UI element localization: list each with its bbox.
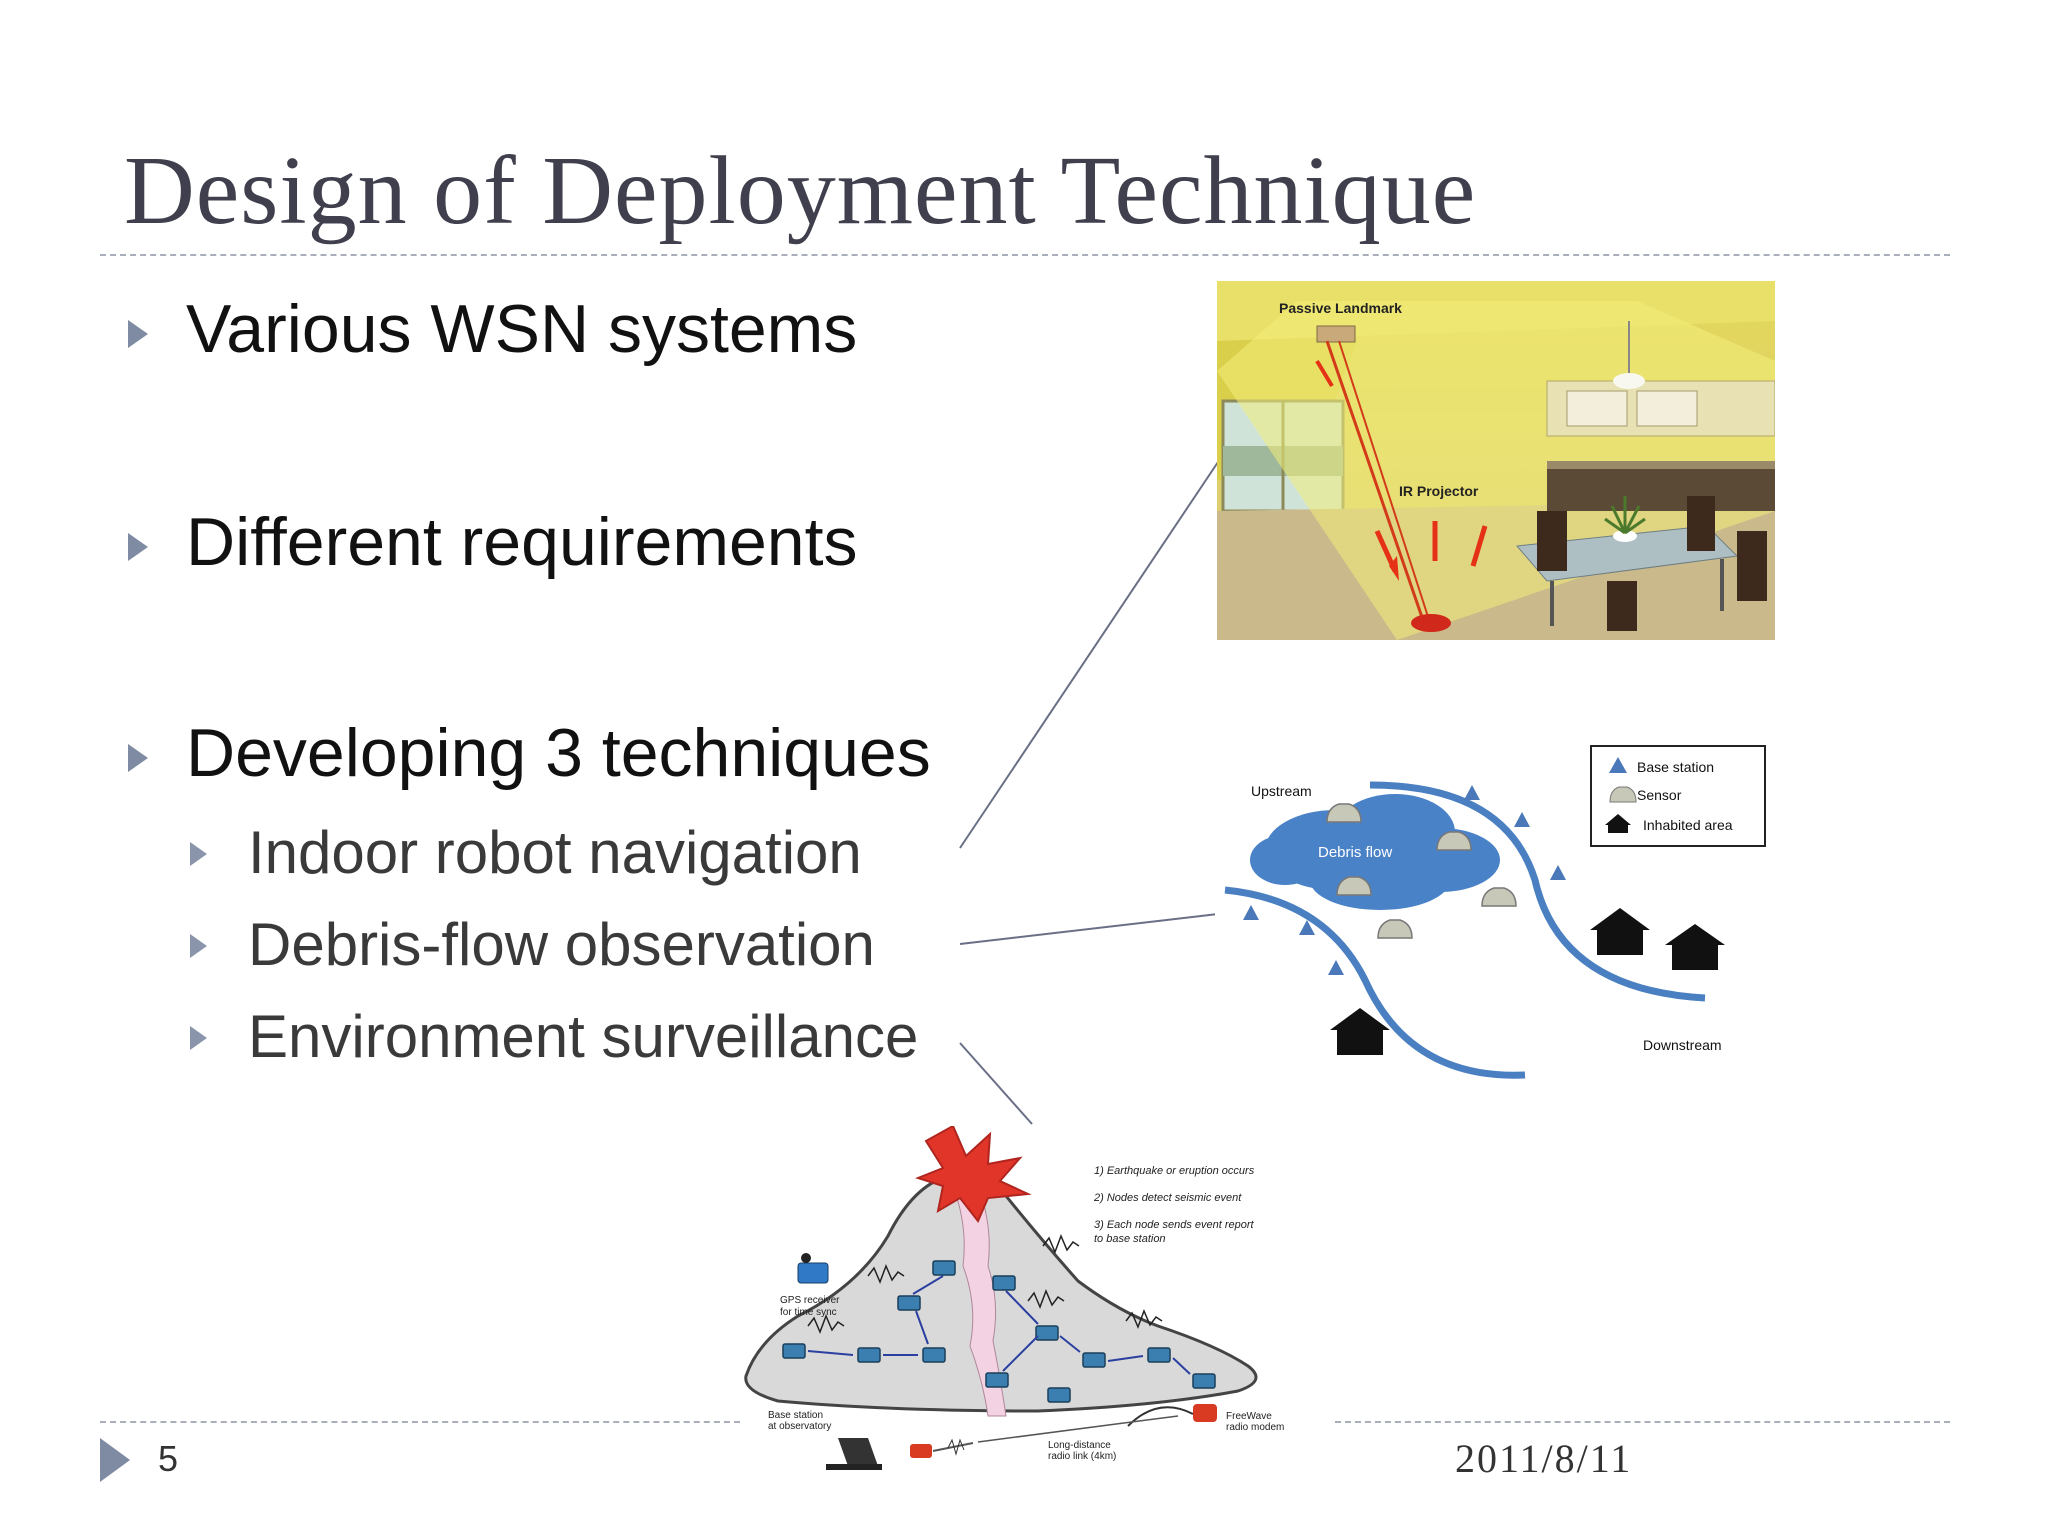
bullet-item: Developing 3 techniques [186,715,931,791]
house-icon [1665,924,1725,970]
debris-flow-diagram: Debris flow Upstream Downstream [1215,740,1775,1090]
connector-line-volcano [959,1042,1033,1125]
footer-divider-left [100,1421,740,1423]
slide-date: 2011/8/11 [1455,1436,1633,1481]
sensor-icon [1436,831,1472,851]
sub-bullet-arrow-icon [190,842,207,866]
sensor-node-icon [1047,1387,1071,1403]
legend-house-icon [1605,814,1631,833]
sensor-node-icon [1035,1325,1059,1341]
sensor-node-icon [1147,1347,1171,1363]
legend-sensor-label: Sensor [1637,787,1682,803]
freewave-label-line1: FreeWave [1226,1411,1272,1422]
legend-inhabited-area-label: Inhabited area [1643,817,1733,833]
long-distance-link-line [977,1415,1179,1443]
slide-title: Design of Deployment Technique [124,137,1477,245]
title-divider [100,254,1950,256]
sensor-node-icon [782,1343,806,1359]
base-station-icon [1550,865,1566,880]
magma-channel [952,1185,1007,1417]
robot-icon [1411,614,1451,632]
bullet-arrow-icon [128,744,148,772]
passive-landmark-label: Passive Landmark [1279,300,1402,316]
footer-arrow-icon [100,1438,130,1482]
debris-flow-label: Debris flow [1318,844,1392,861]
gps-label-line2: for time sync [780,1307,837,1318]
page-number: 5 [158,1438,179,1479]
sub-bullet-item: Indoor robot navigation [248,819,862,886]
footer-divider-right [1335,1421,1950,1423]
gps-label-line1: GPS receiver [780,1295,840,1306]
sensor-node-icon [1192,1373,1216,1389]
step-3-text-cont: to base station [1094,1233,1166,1245]
link-label-line2: radio link (4km) [1048,1451,1116,1462]
base-station-icon [1243,905,1259,920]
river-bank-lower [1224,886,1526,1079]
upstream-label: Upstream [1251,783,1312,799]
base-station-icon [1464,785,1480,800]
sensor-icon [1481,887,1517,907]
volcano-sensor-diagram: 1) Earthquake or eruption occurs 2) Node… [738,1126,1332,1486]
bullet-arrow-icon [128,320,148,348]
house-icon [1590,908,1650,955]
ir-projector-label: IR Projector [1399,483,1479,499]
step-3-text: 3) Each node sends event report [1094,1219,1255,1231]
bullet-item: Different requirements [186,504,858,580]
eruption-burst-icon [915,1126,1032,1223]
indoor-navigation-image: Passive Landmark IR Projector [1217,281,1775,640]
sensor-node-icon [857,1347,881,1363]
sub-bullet-item: Environment surveillance [248,1003,919,1070]
sensor-icon [1336,876,1372,896]
sensor-node-icon [922,1347,946,1363]
sensor-node-icon [932,1260,956,1276]
sensor-node-icon [992,1275,1016,1291]
radio-modem-icon [910,1444,932,1458]
sub-bullet-arrow-icon [190,1026,207,1050]
legend-sensor-icon [1609,786,1637,803]
sensor-icon [1326,803,1362,823]
base-station-icon [1514,812,1530,827]
sub-bullet-arrow-icon [190,934,207,958]
laptop-icon [838,1438,878,1466]
bullet-item: Various WSN systems [186,291,858,367]
freewave-label-line2: radio modem [1226,1422,1284,1433]
link-label-line1: Long-distance [1048,1440,1111,1451]
sensor-node-icon [1082,1352,1106,1368]
passive-landmark-icon [1316,325,1356,343]
connector-line-debris [959,913,1219,945]
base-station-icon [1328,960,1344,975]
gps-receiver-icon [797,1262,829,1284]
base-station-label-line1: Base station [768,1410,823,1421]
house-icon [1330,1008,1390,1055]
legend-base-station-icon [1609,757,1627,773]
base-station-label-line2: at observatory [768,1421,831,1432]
sensor-node-icon [985,1372,1009,1388]
connector-line-indoor [959,461,1219,849]
sensor-icon [1377,919,1413,939]
downstream-label: Downstream [1643,1037,1722,1053]
step-1-text: 1) Earthquake or eruption occurs [1094,1165,1255,1177]
bullet-arrow-icon [128,533,148,561]
step-2-text: 2) Nodes detect seismic event [1093,1192,1242,1204]
sub-bullet-item: Debris-flow observation [248,911,875,978]
sensor-node-icon [897,1295,921,1311]
base-station-icon [1299,920,1315,935]
legend-base-station-label: Base station [1637,759,1714,775]
river-bank-upper [1369,781,1706,1002]
freewave-modem-icon [1193,1404,1217,1422]
